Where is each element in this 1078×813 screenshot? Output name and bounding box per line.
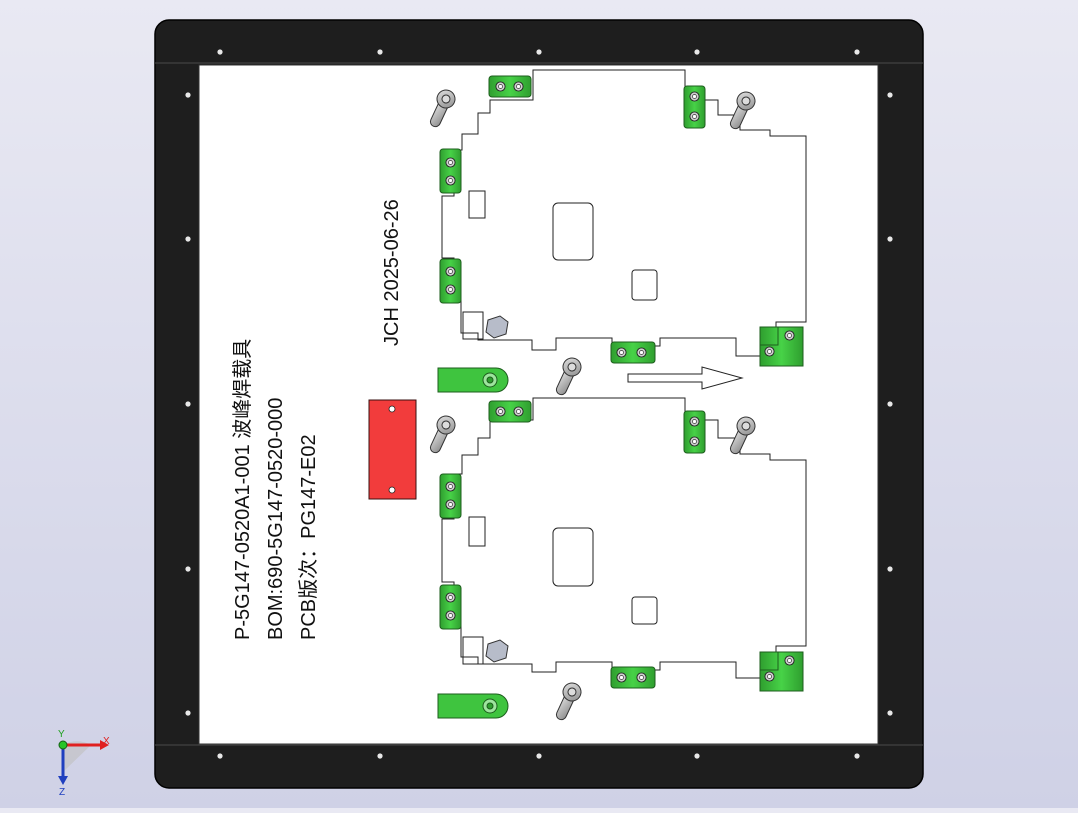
clamp-blocks bbox=[439, 75, 706, 689]
stamp-block: JCH 2025-06-26 bbox=[381, 199, 403, 346]
pcb-cavity-lower bbox=[441, 397, 807, 679]
label-line-3: PCB版次：PG147-E02 bbox=[297, 434, 320, 640]
direction-arrow bbox=[627, 366, 744, 390]
window-lower-4 bbox=[462, 636, 484, 665]
gray-part-lower bbox=[485, 639, 509, 663]
window-upper-2 bbox=[552, 202, 594, 261]
stamp-text: JCH 2025-06-26 bbox=[381, 199, 403, 346]
window-upper-1 bbox=[468, 190, 486, 219]
y-axis-label: Y bbox=[58, 729, 65, 740]
corner-block-lower bbox=[759, 651, 804, 692]
gray-part-upper bbox=[485, 315, 509, 339]
window-upper-4 bbox=[462, 311, 484, 340]
label-line-1: P-5G147-0520A1-001 波峰焊载具 bbox=[231, 339, 254, 640]
label-block: P-5G147-0520A1-001 波峰焊载具 BOM:690-5G147-0… bbox=[231, 339, 320, 640]
window-lower-2 bbox=[552, 527, 594, 587]
handle-tabs bbox=[437, 367, 509, 719]
red-marker bbox=[368, 399, 417, 500]
corner-block-upper bbox=[759, 326, 804, 367]
label-line-2: BOM:690-5G147-0520-000 bbox=[265, 398, 287, 640]
axis-triad: X Y Z bbox=[58, 729, 110, 798]
fixture-plate bbox=[198, 64, 879, 745]
window-lower-1 bbox=[468, 516, 486, 547]
frame-mount-holes bbox=[185, 49, 893, 759]
pcb-cavity-upper bbox=[441, 69, 807, 357]
window-lower-3 bbox=[631, 596, 658, 625]
window-upper-3 bbox=[631, 269, 658, 301]
x-axis-label: X bbox=[103, 736, 110, 747]
z-axis-label: Z bbox=[59, 787, 65, 798]
swivel-clamps bbox=[429, 89, 756, 721]
